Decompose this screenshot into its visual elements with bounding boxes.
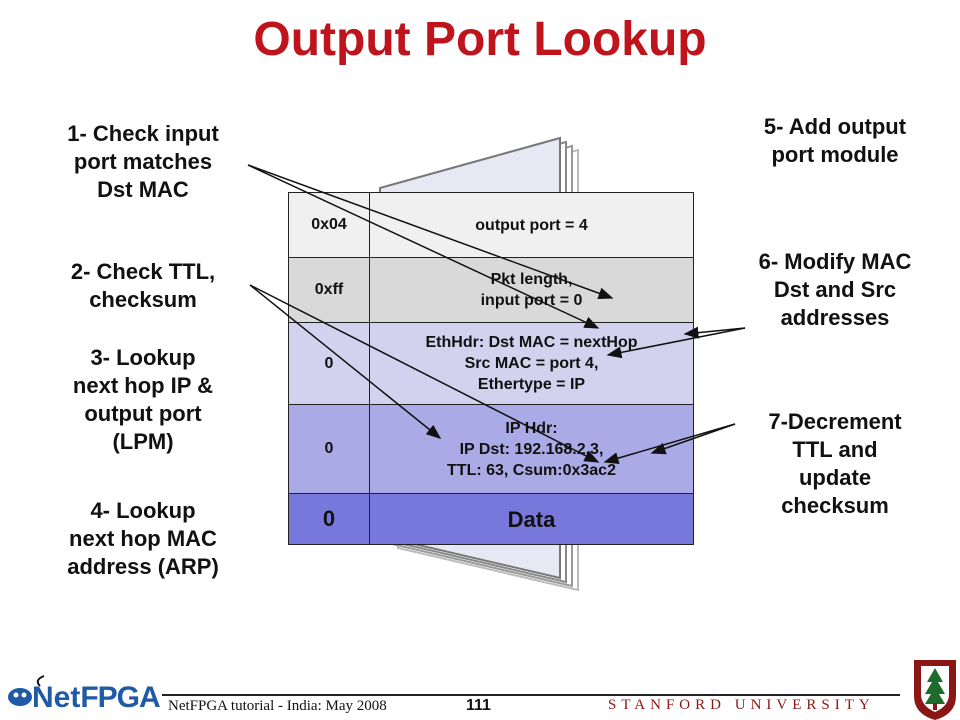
content-line: input port = 0 — [480, 292, 583, 309]
stanford-university-text: STANFORD UNIVERSITY — [608, 697, 875, 713]
netfpga-logo-fpga: FPGA — [80, 681, 160, 714]
label-line: 3- Lookup — [90, 345, 196, 370]
footer-tutorial-text: NetFPGA tutorial - India: May 2008 — [168, 698, 387, 714]
label-step-1: 1- Check input port matches Dst MAC — [30, 120, 256, 204]
content-line: output port = 4 — [475, 216, 588, 234]
label-line: 6- Modify MAC — [758, 249, 912, 274]
slide-title: Output Port Lookup — [253, 13, 707, 66]
arrow-2-to-ipdst — [249, 284, 442, 439]
netfpga-bug-icon — [8, 675, 45, 706]
content-line: Src MAC = port 4, — [464, 355, 599, 372]
ctrl-cell: 0xff — [289, 258, 370, 322]
label-line: (LPM) — [112, 429, 174, 454]
content-cell: output port = 4 — [370, 193, 693, 257]
label-line: checksum — [781, 493, 889, 518]
arrow-2-to-ttl — [249, 284, 600, 463]
packet-row-length: 0xff Pkt length, input port = 0 — [288, 257, 694, 323]
netfpga-logo: NetFPGA — [32, 681, 161, 714]
content-cell: EthHdr: Dst MAC = nextHop Src MAC = port… — [370, 323, 693, 404]
content-line: Pkt length, — [490, 271, 573, 288]
content-line: Ethertype = IP — [477, 376, 586, 393]
arrow-1-to-ethhdr — [247, 164, 600, 329]
label-line: address (ARP) — [67, 554, 219, 579]
label-line: next hop IP & — [72, 373, 214, 398]
label-line: checksum — [89, 287, 197, 312]
arrow-6-to-dstmac — [683, 326, 746, 339]
content-cell: Data — [370, 494, 693, 544]
packet-row-data: 0 Data — [288, 493, 694, 545]
label-step-4: 4- Lookup next hop MAC address (ARP) — [30, 497, 256, 581]
label-line: next hop MAC — [69, 526, 217, 551]
label-line: 5- Add output — [763, 114, 907, 139]
label-line: Dst and Src — [773, 277, 897, 302]
ctrl-cell: 0 — [289, 494, 370, 544]
content-line: TTL: 63, Csum:0x3ac2 — [447, 461, 616, 479]
label-line: 2- Check TTL, — [70, 259, 216, 284]
label-line: addresses — [780, 305, 890, 330]
label-step-3: 3- Lookup next hop IP & output port (LPM… — [30, 344, 256, 456]
label-step-2: 2- Check TTL, checksum — [30, 258, 256, 314]
netfpga-logo-net: Net — [32, 681, 81, 714]
ctrl-cell: 0 — [289, 323, 370, 404]
label-line: Dst MAC — [97, 177, 189, 202]
label-line: 1- Check input — [67, 121, 219, 146]
label-line: port matches — [73, 149, 213, 174]
packet-row-eth-header: 0 EthHdr: Dst MAC = nextHop Src MAC = po… — [288, 322, 694, 405]
label-step-6: 6- Modify MAC Dst and Src addresses — [722, 248, 948, 332]
arrow-6-to-srcmac — [606, 327, 746, 359]
page-number: 111 — [466, 697, 491, 714]
label-line: output port — [84, 401, 202, 426]
content-line: EthHdr: Dst MAC = nextHop — [425, 334, 638, 351]
stanford-logo — [914, 660, 956, 720]
label-line: TTL and — [792, 437, 878, 462]
ctrl-cell: 0 — [289, 405, 370, 493]
arrow-1-to-output-port — [247, 164, 614, 300]
content-line: IP Dst: 192.168.2.3, — [459, 440, 604, 458]
arrow-7-to-csum — [650, 423, 736, 455]
content-line: Data — [507, 506, 556, 532]
content-cell: Pkt length, input port = 0 — [370, 258, 693, 322]
arrow-7-to-ttl — [603, 423, 736, 464]
label-line: port module — [771, 142, 899, 167]
label-step-5: 5- Add output port module — [722, 113, 948, 169]
label-step-7: 7-Decrement TTL and update checksum — [722, 408, 948, 520]
label-line: update — [798, 465, 872, 490]
ctrl-cell: 0x04 — [289, 193, 370, 257]
label-line: 4- Lookup — [90, 498, 196, 523]
packet-row-ip-header: 0 IP Hdr: IP Dst: 192.168.2.3, TTL: 63, … — [288, 404, 694, 494]
label-line: 7-Decrement — [768, 409, 902, 434]
